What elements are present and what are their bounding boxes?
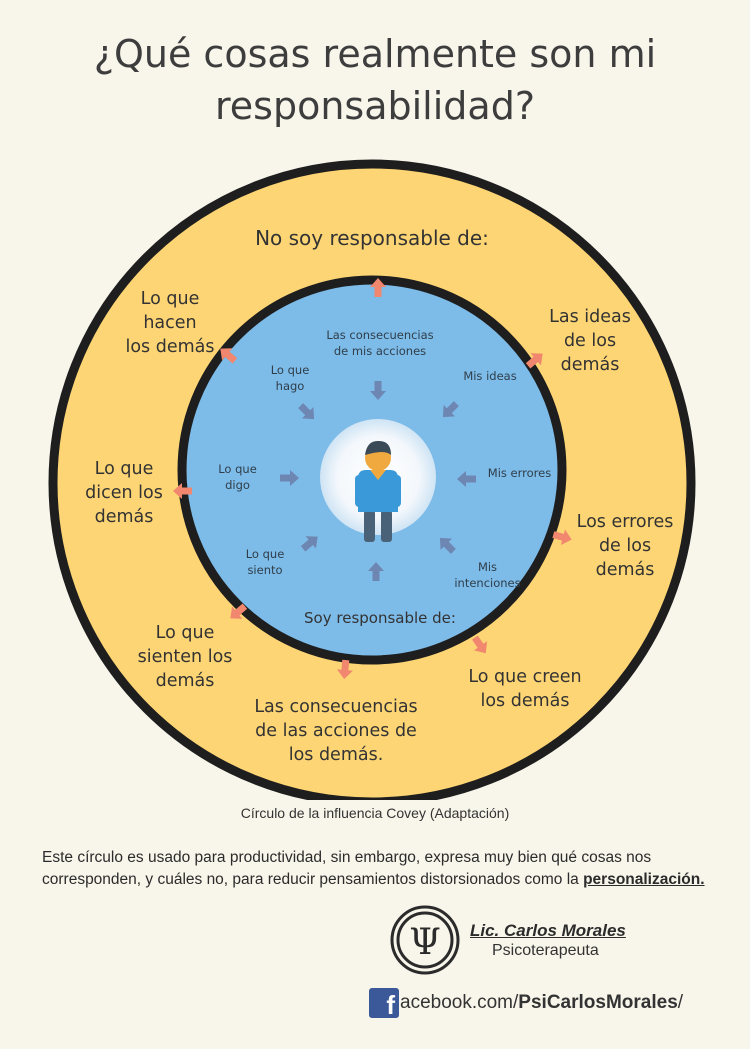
outer-item-lo-que-sienten: Lo que sienten los demás xyxy=(137,623,233,691)
outer-item-lo-que-dicen: Lo que dicen los demás xyxy=(85,459,163,527)
author-role: Psicoterapeuta xyxy=(492,942,599,959)
facebook-icon[interactable]: f xyxy=(369,988,399,1020)
outward-arrow-top-left xyxy=(220,348,238,364)
arrow-group xyxy=(173,278,572,679)
psi-symbol: Ψ xyxy=(409,922,441,963)
inward-arrow-left xyxy=(280,470,299,486)
outward-arrow-top-right xyxy=(525,353,543,369)
title-line-1: ¿Qué cosas realmente son mi xyxy=(93,32,657,76)
inner-item-mis-errores: Mis errores xyxy=(487,466,552,480)
outward-arrow-bottom xyxy=(336,659,353,679)
facebook-link[interactable]: acebook.com/PsiCarlosMorales/ xyxy=(400,992,683,1014)
outward-arrow-left xyxy=(173,483,192,499)
inward-arrow-right xyxy=(457,471,476,487)
description-bold: personalización. xyxy=(583,871,705,888)
outer-heading: No soy responsable de: xyxy=(255,226,489,250)
outer-item-lo-que-creen: Lo que creen los demás xyxy=(468,667,582,711)
inward-arrow-bottom-right xyxy=(439,537,456,554)
inward-arrow-bottom-left xyxy=(300,536,318,552)
outer-item-los-errores: Los errores de los demás xyxy=(576,512,674,580)
description: Este círculo es usado para productividad… xyxy=(42,847,722,891)
facebook-handle: PsiCarlosMorales xyxy=(518,992,678,1013)
inward-arrow-top-left xyxy=(298,403,315,420)
author-name: Lic. Carlos Morales xyxy=(470,921,626,940)
inward-arrow-bottom xyxy=(368,562,384,581)
outer-item-lo-que-hacen: Lo que hacen los demás xyxy=(125,289,215,357)
title-line-2: responsabilidad? xyxy=(215,84,535,128)
caption: Círculo de la influencia Covey (Adaptaci… xyxy=(240,805,510,821)
inner-item-lo-que-siento: Lo que siento xyxy=(245,547,285,577)
outer-item-las-ideas: Las ideas de los demás xyxy=(549,307,631,375)
person-icon xyxy=(355,440,401,542)
outward-arrow-right xyxy=(552,529,572,545)
outward-arrow-bottom-right xyxy=(471,635,488,654)
inner-item-lo-que-digo: Lo que digo xyxy=(218,462,257,492)
psi-logo-icon: Ψ xyxy=(390,905,460,975)
outer-item-las-consecuencias: Las consecuencias de las acciones de los… xyxy=(254,697,418,765)
inner-item-lo-que-hago: Lo que hago xyxy=(270,363,310,393)
inward-arrow-top-right xyxy=(442,401,459,418)
inner-heading: Soy responsable de: xyxy=(304,609,456,627)
facebook-suffix: / xyxy=(677,992,684,1013)
outward-arrow-top xyxy=(370,278,386,297)
description-text: Este círculo es usado para productividad… xyxy=(42,849,652,888)
inward-arrow-top xyxy=(370,381,386,400)
outward-arrow-bottom-left xyxy=(230,603,248,619)
influence-circle-diagram xyxy=(48,159,696,800)
facebook-prefix: acebook.com/ xyxy=(400,992,519,1013)
inner-item-mis-intenciones: Mis intenciones xyxy=(454,560,521,590)
inner-item-mis-ideas: Mis ideas xyxy=(463,369,517,383)
inner-item-consecuencias: Las consecuencias de mis acciones xyxy=(326,328,434,358)
